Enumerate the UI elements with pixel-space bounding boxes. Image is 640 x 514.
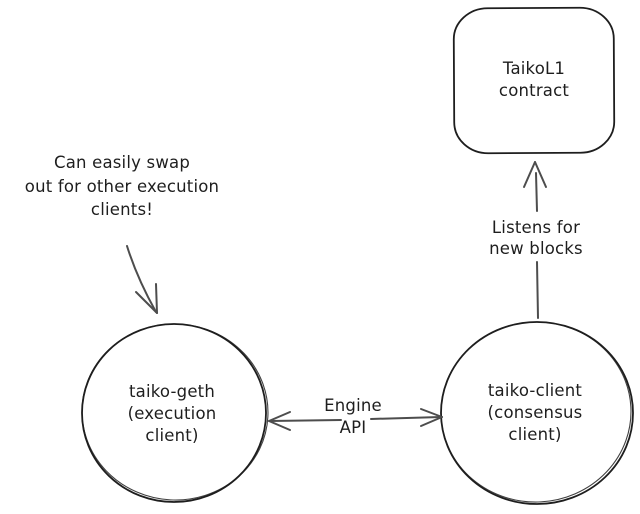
annotation-note: Can easily swap out for other execution … <box>24 153 220 219</box>
taikol1-contract-label: TaikoL1 contract <box>498 59 570 100</box>
taiko-geth-circle-sketch-pass <box>81 323 269 501</box>
taiko-client-label: taiko-client (consensus client) <box>487 381 583 444</box>
listens-for-new-blocks-label: Listens for new blocks <box>489 218 583 258</box>
annotation-pointer-arrow <box>126 245 158 314</box>
taikol1-contract-box <box>452 6 616 155</box>
listens-arrow <box>523 161 547 319</box>
engine-api-label: Engine API <box>324 396 382 437</box>
taiko-geth-label: taiko-geth (execution client) <box>127 382 217 445</box>
engine-api-arrow <box>268 408 443 431</box>
